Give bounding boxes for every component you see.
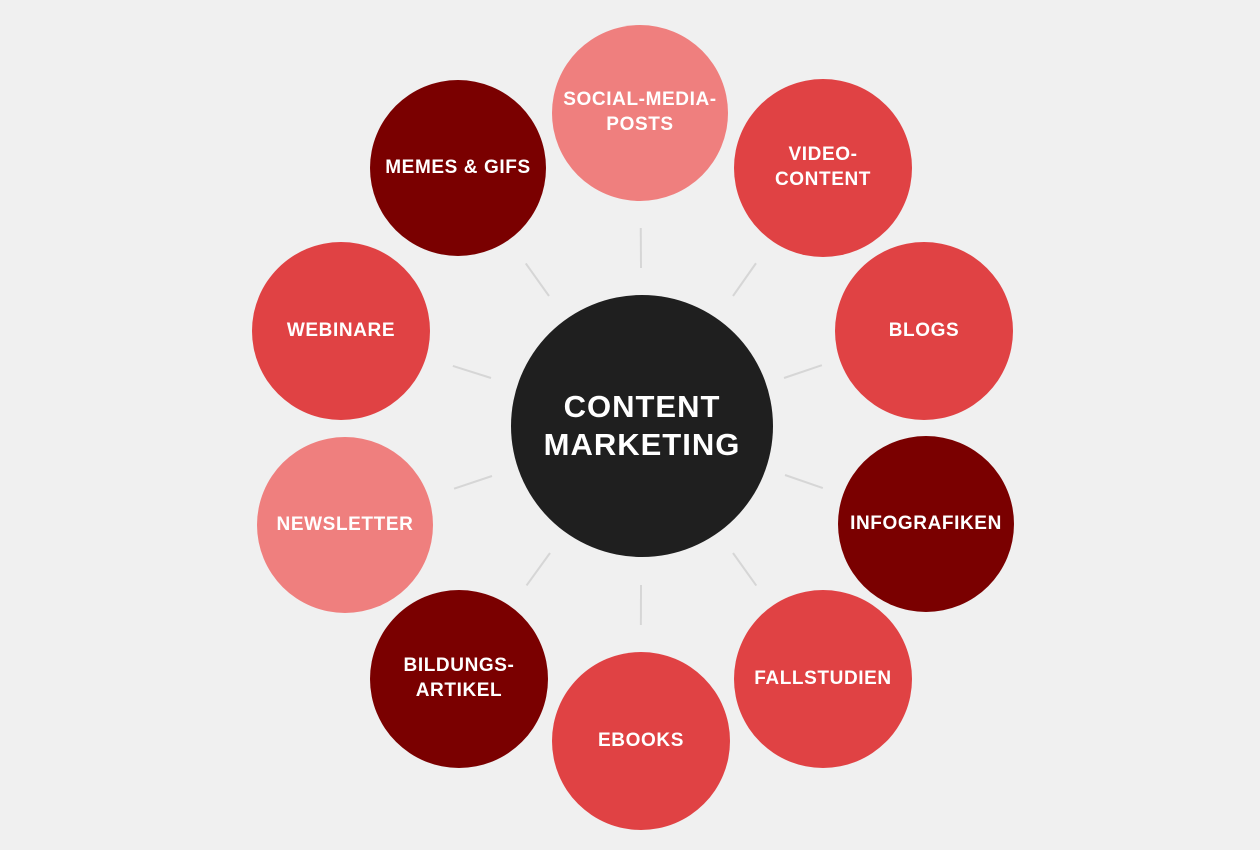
topic-node-memes-gifs: MEMES & GIFS <box>370 80 546 256</box>
connector-line <box>525 552 551 587</box>
topic-label: VIDEO- CONTENT <box>774 144 872 190</box>
topic-node-blogs: BLOGS <box>835 242 1013 420</box>
connector-line <box>732 552 758 587</box>
topic-node-bildungs-artikel: BILDUNGS- ARTIKEL <box>370 590 548 768</box>
connector-line <box>453 475 493 490</box>
topic-label: MEMES & GIFS <box>385 156 531 178</box>
connector-line <box>732 262 757 297</box>
topic-label: FALLSTUDIEN <box>754 667 892 689</box>
topic-label: BILDUNGS- ARTIKEL <box>403 655 515 701</box>
connector-line <box>525 262 550 297</box>
topic-node-webinare: WEBINARE <box>252 242 430 420</box>
topic-label: WEBINARE <box>286 319 396 341</box>
connector-line <box>640 584 643 625</box>
topic-label: SOCIAL-MEDIA- POSTS <box>563 89 717 135</box>
topic-node-ebooks: EBOOKS <box>552 652 730 830</box>
topic-node-social-media-posts: SOCIAL-MEDIA- POSTS <box>552 25 728 201</box>
center-label: CONTENT MARKETING <box>543 389 741 462</box>
connector-line <box>785 474 824 490</box>
topic-label: BLOGS <box>888 319 960 341</box>
center-node-content-marketing: CONTENT MARKETING <box>511 295 773 557</box>
topic-label: INFOGRAFIKEN <box>850 512 1002 534</box>
topic-node-fallstudien: FALLSTUDIEN <box>734 590 912 768</box>
connector-line <box>639 227 642 269</box>
topic-node-video-content: VIDEO- CONTENT <box>734 79 912 257</box>
connector-line <box>452 365 491 380</box>
connector-line <box>783 364 823 380</box>
topic-label: EBOOKS <box>598 729 684 751</box>
topic-node-infografiken: INFOGRAFIKEN <box>838 436 1014 612</box>
topic-label: NEWSLETTER <box>276 513 414 535</box>
topic-node-newsletter: NEWSLETTER <box>257 437 433 613</box>
